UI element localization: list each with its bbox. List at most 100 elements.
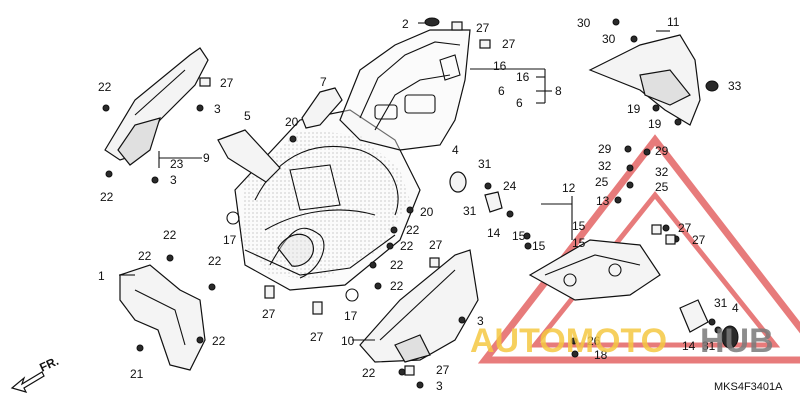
callout-27: 27	[220, 76, 234, 90]
callout-22: 22	[400, 239, 414, 253]
callout-10: 10	[341, 334, 355, 348]
callout-25: 25	[655, 180, 669, 194]
callout-6: 6	[498, 84, 505, 98]
grommet-part-2	[424, 17, 440, 27]
callout-7: 7	[320, 75, 327, 89]
callout-8: 8	[555, 84, 562, 98]
right-side-cover	[359, 249, 479, 363]
callout-17: 17	[223, 233, 237, 247]
callout-19: 19	[648, 117, 662, 131]
callout-25: 25	[595, 175, 609, 189]
callout-14: 14	[682, 339, 696, 353]
callout-23: 23	[170, 157, 184, 171]
callout-22: 22	[362, 366, 376, 380]
callout-31: 31	[702, 339, 716, 353]
callout-29: 29	[598, 142, 612, 156]
leader-lines	[119, 22, 670, 341]
clip-part-14-right	[679, 299, 709, 333]
callout-15: 15	[512, 229, 526, 243]
callout-29: 29	[655, 144, 669, 158]
callout-32: 32	[655, 165, 669, 179]
callout-14: 14	[487, 226, 501, 240]
callout-11: 11	[667, 15, 680, 29]
callout-3: 3	[436, 379, 443, 393]
callout-16: 16	[516, 70, 530, 84]
direction-label: FR.	[37, 354, 60, 375]
callout-15: 15	[572, 219, 586, 233]
cap-part-33	[705, 80, 719, 92]
left-side-cover	[104, 47, 209, 166]
callout-15: 15	[532, 239, 546, 253]
part-7-strap	[301, 87, 343, 129]
bracket-part-12	[528, 239, 661, 301]
callout-17: 17	[344, 309, 358, 323]
callout-31: 31	[714, 296, 728, 310]
seat-rail	[339, 29, 471, 151]
callout-1: 1	[98, 269, 105, 283]
callout-22: 22	[212, 334, 226, 348]
callout-2: 2	[402, 17, 409, 31]
watermark-triangle-outer	[477, 134, 800, 364]
rubber-part-4-right	[721, 325, 739, 349]
diagram-code: MKS4F3401A	[714, 381, 783, 393]
callout-33: 33	[728, 79, 742, 93]
callout-30: 30	[577, 16, 591, 30]
callout-18: 18	[594, 348, 608, 362]
watermark-text-b: HUB	[700, 322, 774, 360]
callout-22: 22	[390, 279, 404, 293]
rear-fender	[234, 109, 421, 291]
callout-6: 6	[516, 96, 523, 110]
front-direction-arrow: FR.	[10, 354, 61, 393]
callout-30: 30	[602, 32, 616, 46]
callout-27: 27	[429, 238, 443, 252]
callout-20: 20	[285, 115, 299, 129]
callout-32: 32	[598, 159, 612, 173]
clip-part-14	[484, 191, 503, 213]
callout-27: 27	[502, 37, 516, 51]
rubber-part-4	[449, 171, 467, 193]
callout-16: 16	[493, 59, 507, 73]
callout-27: 27	[476, 21, 490, 35]
callout-21: 21	[130, 367, 144, 381]
callout-9: 9	[203, 151, 210, 165]
callout-27: 27	[678, 221, 692, 235]
callout-27: 27	[436, 363, 450, 377]
watermark-text-a: AUTOMOTO	[470, 322, 667, 360]
callout-31: 31	[463, 204, 477, 218]
callout-13: 13	[596, 194, 610, 208]
callout-20: 20	[420, 205, 434, 219]
callouts: 2 27 27 16 16 6 6 8 7 5 20 20 22 27 3 23…	[98, 15, 742, 393]
callout-3: 3	[477, 314, 484, 328]
callout-22: 22	[390, 258, 404, 272]
callout-22: 22	[163, 228, 177, 242]
callout-31: 31	[478, 157, 492, 171]
watermark-text: AUTOMOTO HUB	[470, 322, 774, 360]
collar-part-17	[226, 211, 240, 225]
callout-22: 22	[100, 190, 114, 204]
callout-15: 15	[572, 236, 586, 250]
callout-19: 19	[627, 102, 641, 116]
bolts	[102, 18, 722, 389]
inner-fender-part-1	[119, 264, 206, 371]
callout-24: 24	[503, 179, 517, 193]
collar-part-17-lower	[345, 288, 359, 302]
callout-22: 22	[138, 249, 152, 263]
callout-4: 4	[452, 143, 459, 157]
callout-22: 22	[98, 80, 112, 94]
part-5-seal	[217, 129, 281, 183]
callout-5: 5	[244, 109, 251, 123]
callout-12: 12	[562, 181, 576, 195]
callout-26: 26	[587, 334, 601, 348]
callout-22: 22	[208, 254, 222, 268]
tail-cover	[588, 34, 701, 126]
callout-27: 27	[310, 330, 324, 344]
callout-22: 22	[406, 223, 420, 237]
callout-3: 3	[170, 173, 177, 187]
clips-27	[199, 21, 676, 376]
callout-4: 4	[732, 301, 739, 315]
callout-27: 27	[692, 233, 706, 247]
callout-3: 3	[214, 102, 221, 116]
callout-27: 27	[262, 307, 276, 321]
